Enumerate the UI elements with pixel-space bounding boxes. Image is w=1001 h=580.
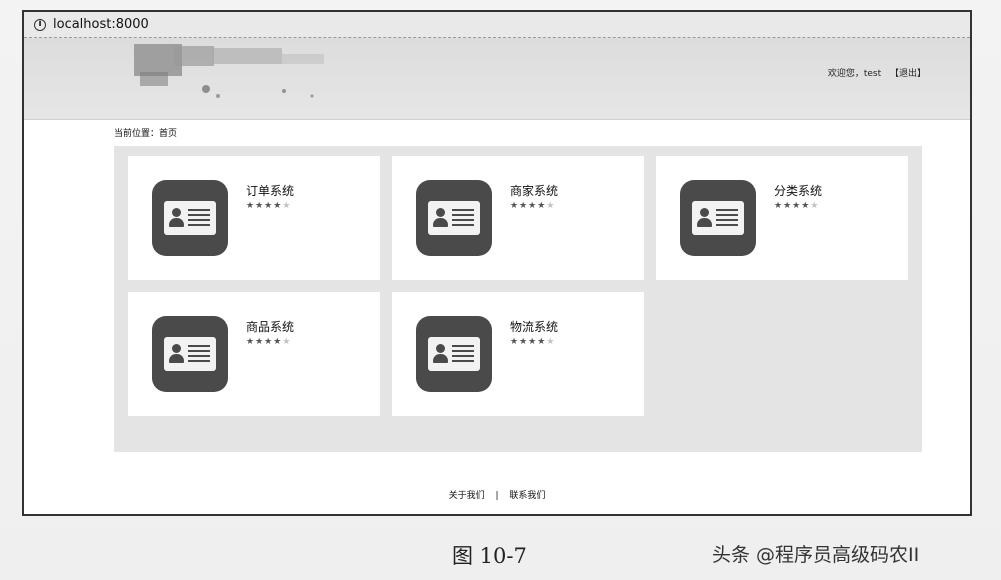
breadcrumb: 当前位置：首页 [114, 129, 178, 139]
star-icon: ★ [264, 337, 274, 347]
star-icon: ★ [519, 337, 529, 347]
site-header: 欢迎您，test 【退出】 [24, 38, 970, 120]
star-icon: ★ [510, 337, 520, 347]
card-title: 商家系统 [510, 184, 559, 198]
watermark: 头条 @程序员高级码农II [712, 544, 920, 566]
footer-separator: | [495, 491, 499, 501]
card-category-system[interactable]: 分类系统 ★★★★★ [656, 156, 908, 280]
browser-window: i localhost:8000 欢迎您，test 【退出】 当前位置：首页 [22, 10, 972, 516]
star-icon: ★ [255, 201, 265, 211]
star-icon: ★ [546, 337, 556, 347]
welcome-text: 欢迎您，test [827, 69, 882, 79]
star-icon: ★ [546, 201, 556, 211]
id-card-icon [416, 316, 492, 392]
star-icon: ★ [255, 337, 265, 347]
star-icon: ★ [264, 201, 274, 211]
welcome-area: 欢迎您，test 【退出】 [828, 66, 926, 79]
star-icon: ★ [792, 201, 802, 211]
star-rating: ★★★★★ [510, 201, 555, 211]
blurred-logo-icon [134, 44, 324, 98]
star-icon: ★ [528, 337, 538, 347]
url-text: localhost:8000 [53, 17, 149, 32]
star-rating: ★★★★★ [246, 201, 291, 211]
star-icon: ★ [537, 201, 547, 211]
star-rating: ★★★★★ [510, 337, 555, 347]
star-rating: ★★★★★ [246, 337, 291, 347]
star-icon: ★ [783, 201, 793, 211]
card-title: 订单系统 [246, 184, 295, 198]
system-grid: 订单系统 ★★★★★ 商家系统 ★★★★★ 分类系统 ★★★★★ [114, 146, 922, 452]
star-icon: ★ [273, 201, 283, 211]
card-merchant-system[interactable]: 商家系统 ★★★★★ [392, 156, 644, 280]
figure-caption: 图 10-7 [452, 544, 527, 568]
info-icon[interactable]: i [34, 18, 46, 31]
star-icon: ★ [282, 201, 292, 211]
id-card-icon [416, 180, 492, 256]
star-icon: ★ [801, 201, 811, 211]
star-icon: ★ [774, 201, 784, 211]
address-bar[interactable]: i localhost:8000 [24, 12, 970, 38]
star-icon: ★ [519, 201, 529, 211]
logout-link[interactable]: 【退出】 [889, 69, 926, 79]
star-icon: ★ [510, 201, 520, 211]
card-title: 物流系统 [510, 320, 559, 334]
star-icon: ★ [810, 201, 820, 211]
id-card-icon [152, 180, 228, 256]
card-title: 商品系统 [246, 320, 295, 334]
card-product-system[interactable]: 商品系统 ★★★★★ [128, 292, 380, 416]
star-icon: ★ [246, 337, 256, 347]
star-icon: ★ [528, 201, 538, 211]
id-card-icon [680, 180, 756, 256]
site-footer: 关于我们 | 联系我们 [24, 488, 970, 501]
id-card-icon [152, 316, 228, 392]
star-icon: ★ [273, 337, 283, 347]
card-order-system[interactable]: 订单系统 ★★★★★ [128, 156, 380, 280]
star-icon: ★ [246, 201, 256, 211]
about-us-link[interactable]: 关于我们 [448, 491, 485, 501]
card-logistics-system[interactable]: 物流系统 ★★★★★ [392, 292, 644, 416]
star-icon: ★ [282, 337, 292, 347]
star-icon: ★ [537, 337, 547, 347]
card-title: 分类系统 [774, 184, 823, 198]
contact-us-link[interactable]: 联系我们 [509, 491, 546, 501]
star-rating: ★★★★★ [774, 201, 819, 211]
